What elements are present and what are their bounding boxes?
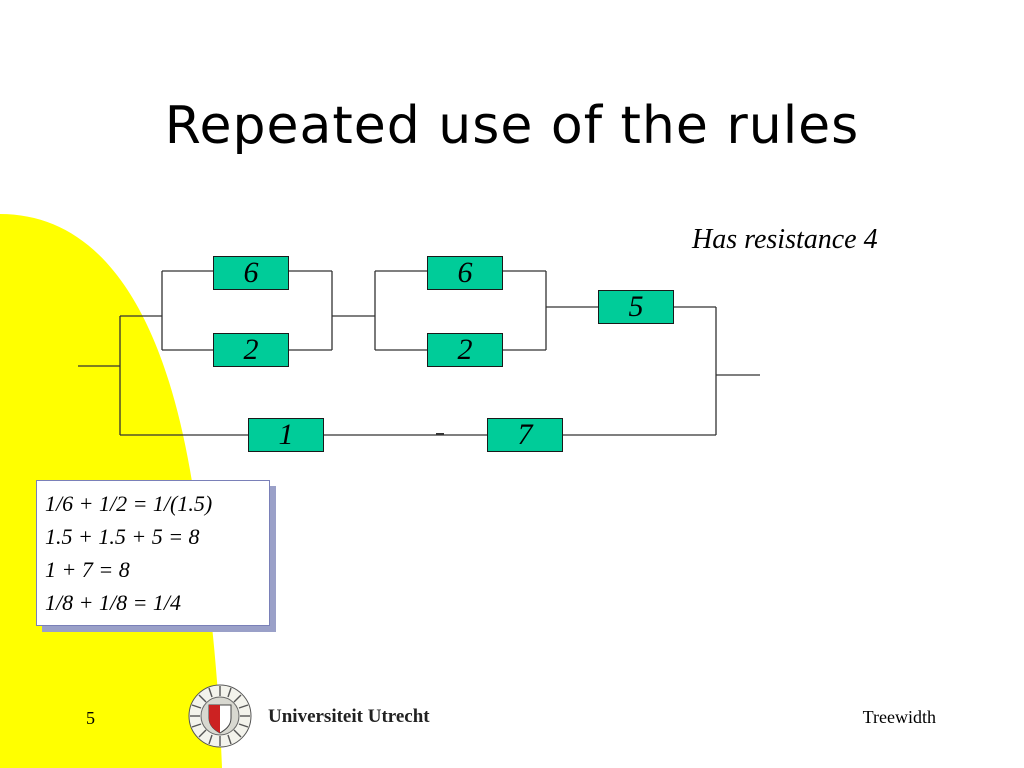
university-name: Universiteit Utrecht xyxy=(268,706,430,727)
resistor-top-middle: 6 xyxy=(427,256,503,290)
calculation-box: 1/6 + 1/2 = 1/(1.5) 1.5 + 1.5 + 5 = 8 1 … xyxy=(36,480,270,626)
calc-line: 1/8 + 1/8 = 1/4 xyxy=(45,590,182,615)
resistor-bottom-middle: 2 xyxy=(427,333,503,367)
resistance-annotation: Has resistance 4 xyxy=(692,224,878,255)
resistor-bottom-row-left: 1 xyxy=(248,418,324,452)
university-seal-logo xyxy=(188,684,252,748)
calc-line: 1 + 7 = 8 xyxy=(45,557,130,582)
resistor-top-right: 5 xyxy=(598,290,674,324)
resistor-top-left: 6 xyxy=(213,256,289,290)
circuit-wires xyxy=(78,270,760,436)
resistor-bottom-left: 2 xyxy=(213,333,289,367)
slide-title: Repeated use of the rules xyxy=(164,96,860,156)
footer-topic: Treewidth xyxy=(862,707,936,727)
resistor-bottom-row-right: 7 xyxy=(487,418,563,452)
page-number: 5 xyxy=(86,708,95,728)
calc-line: 1/6 + 1/2 = 1/(1.5) xyxy=(45,491,213,516)
calc-line: 1.5 + 1.5 + 5 = 8 xyxy=(45,524,200,549)
